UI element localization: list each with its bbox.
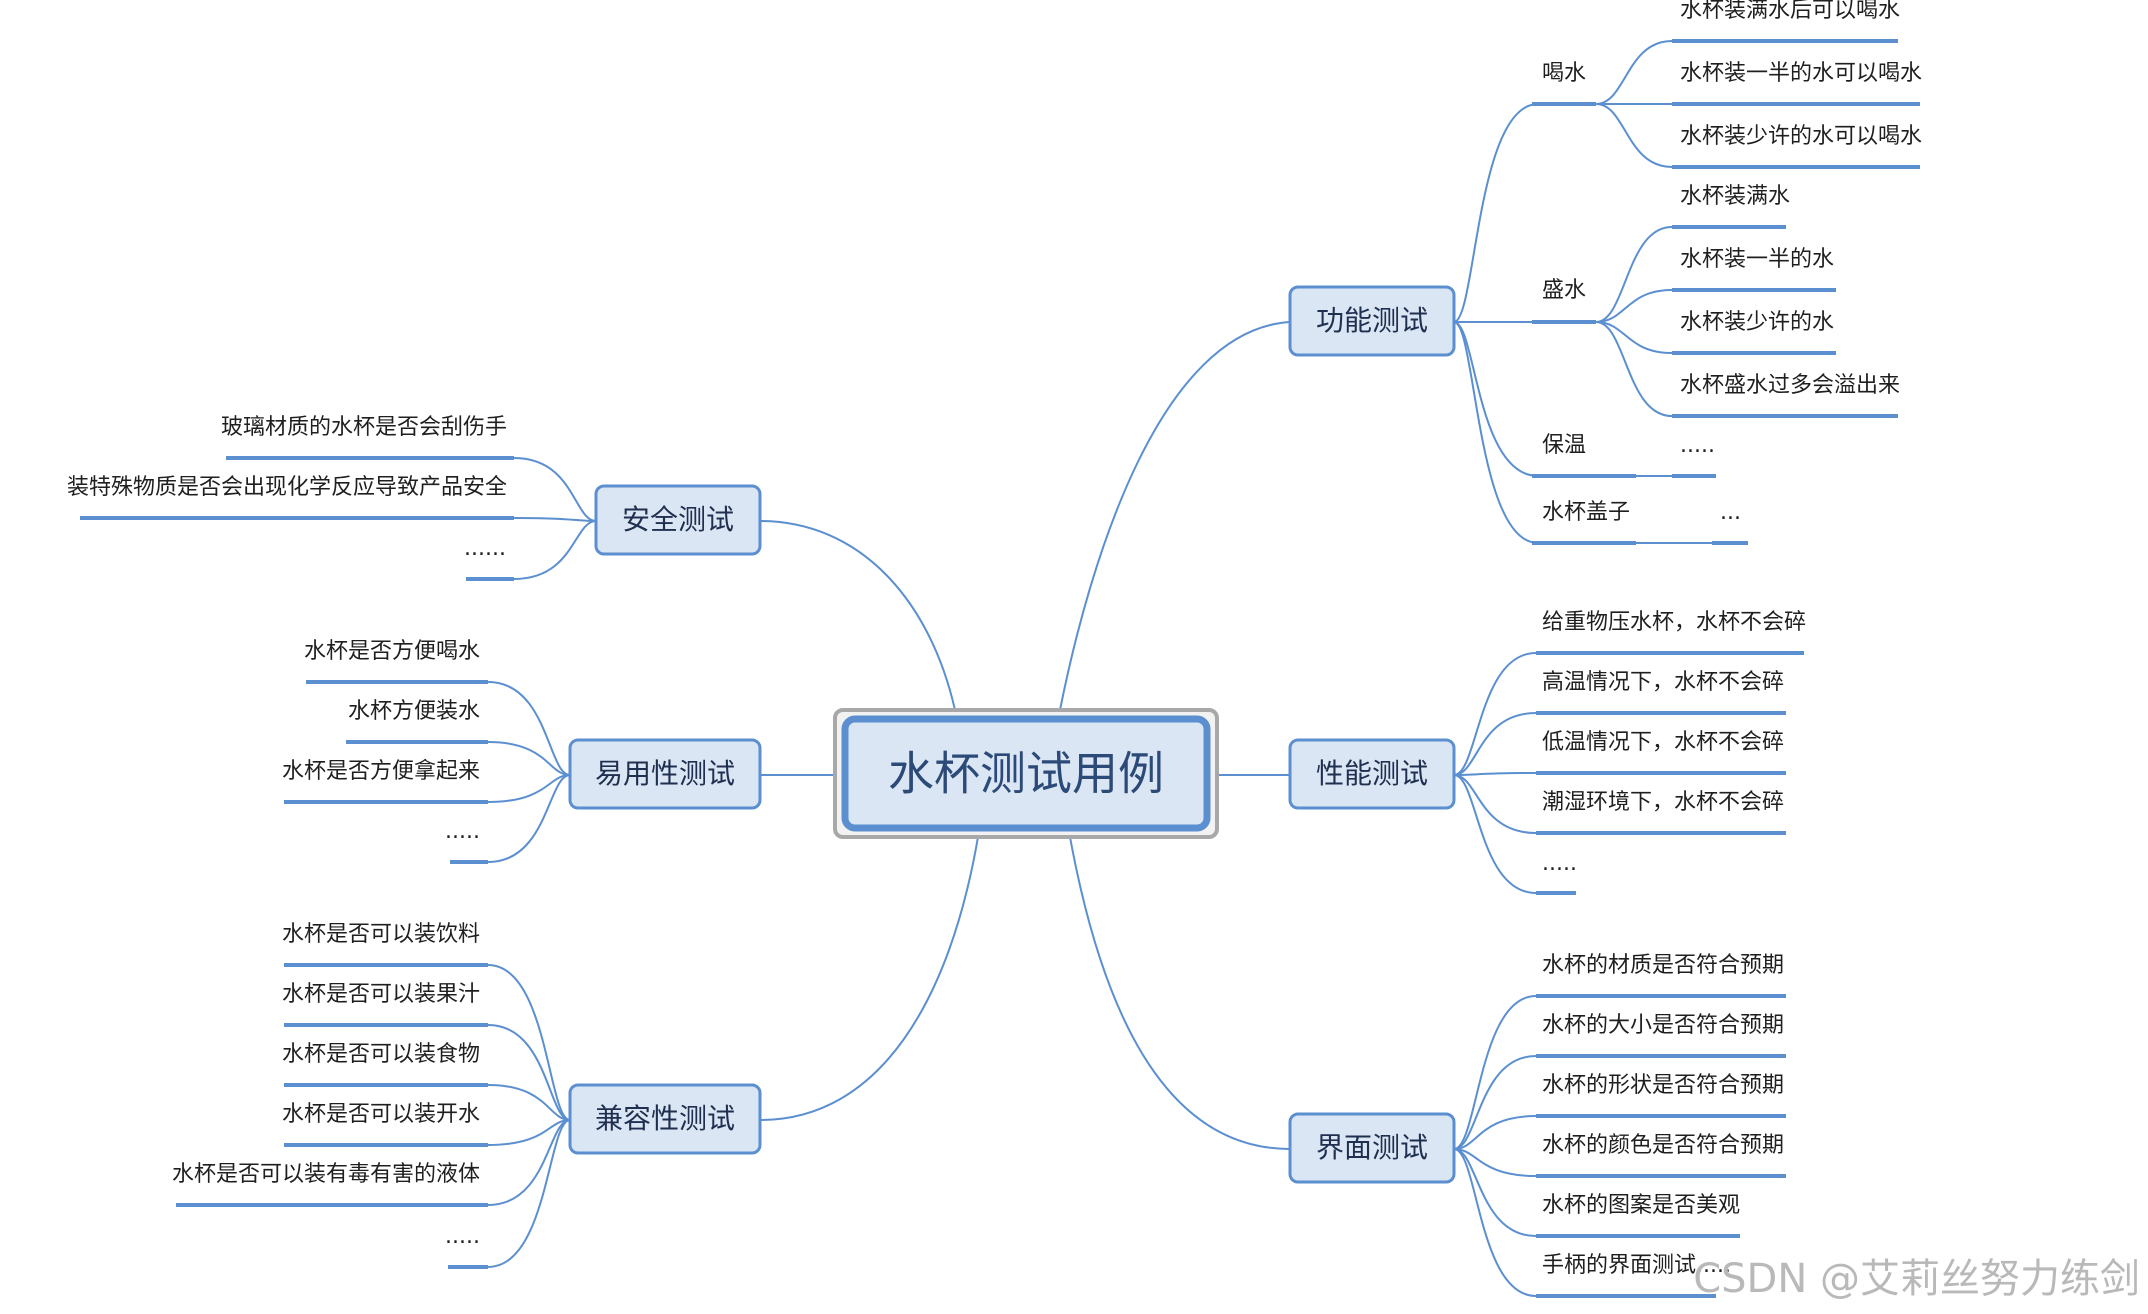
group-drink[interactable]: 喝水: [1542, 61, 1586, 86]
leaf-compat-5: .....: [445, 1224, 480, 1249]
root-node[interactable]: 水杯测试用例: [833, 708, 1219, 839]
connector: [487, 774, 571, 803]
leaf-drink-2: 水杯装少许的水可以喝水: [1680, 124, 1922, 149]
leaf-compat-1: 水杯是否可以装果汁: [282, 982, 480, 1007]
watermark: CSDN @艾莉丝努力练剑: [1693, 1256, 2140, 1302]
connector: [1453, 1148, 1537, 1297]
leaf-perf-1: 高温情况下，水杯不会碎: [1542, 670, 1784, 695]
leaf-ui-0: 水杯的材质是否符合预期: [1542, 953, 1784, 978]
connector: [1453, 774, 1537, 834]
connector: [487, 1024, 571, 1121]
leaf-hold-3: 水杯盛水过多会溢出来: [1680, 373, 1900, 398]
group-hold[interactable]: 盛水: [1542, 278, 1586, 303]
leaf-compat-3: 水杯是否可以装开水: [282, 1102, 480, 1127]
leaf-hold-2: 水杯装少许的水: [1680, 310, 1834, 335]
branch-compat[interactable]: 兼容性测试: [568, 1083, 762, 1155]
leaf-usability-2: 水杯是否方便拿起来: [282, 758, 480, 784]
leaf-ui-2: 水杯的形状是否符合预期: [1542, 1073, 1784, 1098]
connector: [1453, 772, 1537, 776]
connector: [1453, 774, 1537, 894]
root-label: 水杯测试用例: [888, 747, 1164, 801]
leaf-perf-0: 给重物压水杯，水杯不会碎: [1542, 610, 1806, 635]
leaf-hold-1: 水杯装一半的水: [1680, 247, 1834, 272]
leaf-compat-0: 水杯是否可以装饮料: [282, 922, 480, 947]
connector: [1453, 1115, 1537, 1150]
branch-safety-label: 安全测试: [622, 503, 734, 536]
connector: [1453, 1148, 1537, 1237]
leaf-hold-0: 水杯装满水: [1680, 184, 1790, 209]
connector: [487, 681, 571, 776]
branch-ui[interactable]: 界面测试: [1288, 1112, 1456, 1184]
connector: [487, 964, 571, 1121]
branch-ui-label: 界面测试: [1316, 1131, 1428, 1164]
connector: [1453, 1148, 1537, 1177]
connector: [1453, 321, 1539, 477]
connector: [1595, 40, 1673, 105]
group-drink-label: 喝水: [1542, 61, 1586, 86]
connector-lines: [487, 40, 1712, 1297]
group-hold-label: 盛水: [1542, 278, 1586, 303]
leaf-compat-4: 水杯是否可以装有毒有害的液体: [172, 1162, 480, 1187]
connector: [1453, 103, 1539, 323]
leaf-underlines: [80, 39, 1920, 1298]
leaf-ui-4: 水杯的图案是否美观: [1542, 1193, 1740, 1218]
leaf-compat-2: 水杯是否可以装食物: [282, 1042, 480, 1067]
connector: [487, 1084, 571, 1121]
branch-perf-label: 性能测试: [1316, 757, 1428, 790]
connector: [487, 1119, 571, 1206]
leaf-ui-3: 水杯的颜色是否符合预期: [1542, 1133, 1784, 1158]
connector: [487, 1119, 571, 1146]
connector: [759, 836, 979, 1121]
leaf-usability-1: 水杯方便装水: [348, 699, 480, 724]
group-warm-label: 保温: [1542, 433, 1586, 458]
leaf-perf-4: .....: [1542, 851, 1577, 876]
connector: [487, 741, 571, 776]
branch-usability[interactable]: 易用性测试: [568, 738, 762, 810]
connector: [759, 520, 956, 711]
connector: [513, 520, 597, 580]
connector: [513, 517, 597, 522]
branch-func-label: 功能测试: [1316, 304, 1428, 337]
connector: [1453, 321, 1539, 544]
branch-compat-label: 兼容性测试: [595, 1102, 735, 1135]
leaf-warm-0: .....: [1680, 433, 1715, 458]
connector: [1595, 103, 1673, 168]
connector: [1595, 226, 1673, 323]
branch-safety[interactable]: 安全测试: [594, 484, 762, 556]
connector: [487, 774, 571, 863]
leaf-drink-0: 水杯装满水后可以喝水: [1680, 0, 1900, 23]
leaf-usability-3: .....: [445, 819, 480, 844]
branch-perf[interactable]: 性能测试: [1288, 738, 1456, 810]
leaf-lid-0: ...: [1720, 500, 1741, 525]
leaf-safety-1: 装特殊物质是否会出现化学反应导致产品安全: [67, 475, 507, 500]
connector: [1059, 321, 1291, 711]
connector: [1453, 1055, 1537, 1150]
leaf-usability-0: 水杯是否方便喝水: [304, 639, 480, 664]
group-lid-label: 水杯盖子: [1542, 500, 1630, 525]
connector: [1069, 836, 1291, 1150]
leaf-perf-3: 潮湿环境下，水杯不会碎: [1542, 790, 1784, 815]
leaf-ui-5: 手柄的界面测试.....: [1542, 1253, 1731, 1278]
group-warm[interactable]: 保温: [1542, 433, 1586, 458]
leaf-safety-0: 玻璃材质的水杯是否会刮伤手: [221, 415, 507, 440]
branch-func[interactable]: 功能测试: [1288, 285, 1456, 357]
group-lid[interactable]: 水杯盖子: [1542, 500, 1630, 525]
branch-usability-label: 易用性测试: [595, 757, 735, 790]
connector: [1595, 321, 1673, 354]
connector: [1453, 995, 1537, 1150]
leaf-perf-2: 低温情况下，水杯不会碎: [1542, 730, 1784, 755]
connector: [487, 1119, 571, 1268]
connector: [1453, 712, 1537, 776]
connector: [1595, 289, 1673, 323]
leaf-ui-1: 水杯的大小是否符合预期: [1542, 1013, 1784, 1038]
leaf-safety-2: ......: [464, 536, 506, 561]
connector: [1595, 321, 1673, 417]
connector: [513, 457, 597, 522]
leaf-drink-1: 水杯装一半的水可以喝水: [1680, 61, 1922, 86]
connector: [1453, 652, 1537, 776]
